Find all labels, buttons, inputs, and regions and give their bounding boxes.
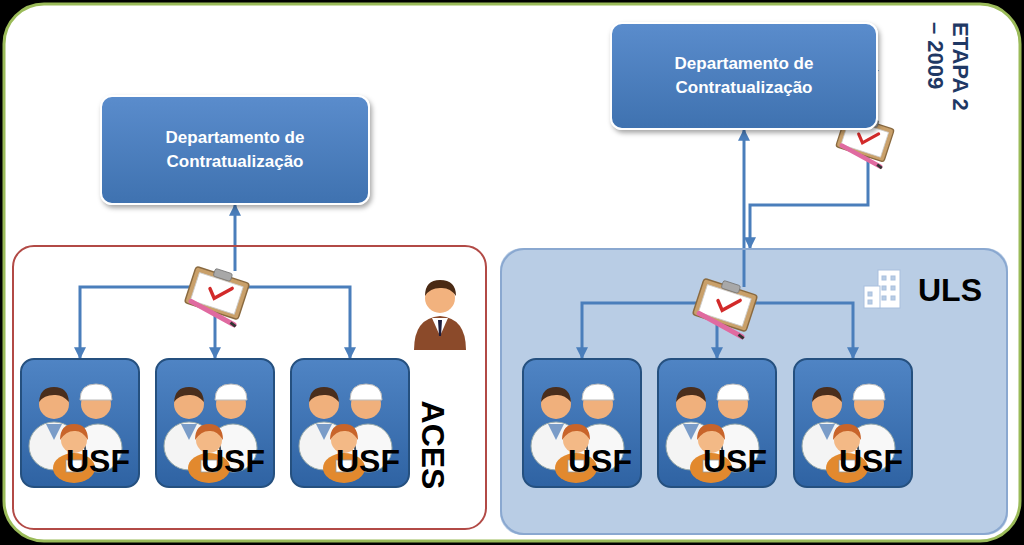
region-fill xyxy=(500,248,1008,535)
unit-box: USF xyxy=(793,358,913,488)
region-fill xyxy=(12,245,487,530)
department-label: Departamento de Contratualização xyxy=(628,52,860,100)
unit-label: USF xyxy=(703,443,767,480)
connector-arrow xyxy=(234,205,237,271)
unit-box: USF xyxy=(657,358,777,488)
outer-frame xyxy=(4,4,1020,541)
unit-label: USF xyxy=(66,443,130,480)
stage-label: ETAPA 2 – 2009 xyxy=(923,22,974,122)
region-label: ULS xyxy=(918,272,982,309)
region-label: ACES xyxy=(414,401,451,490)
region-box: ULS USF USF USF xyxy=(500,248,1008,535)
region-box: ACES USF USF USF xyxy=(12,245,487,530)
unit-label: USF xyxy=(568,443,632,480)
department-box: Departamento de Contratualização xyxy=(610,22,878,130)
unit-box: USF xyxy=(522,358,642,488)
unit-box: USF xyxy=(155,358,275,488)
department-label: Departamento de Contratualização xyxy=(118,126,352,174)
region-fills xyxy=(12,245,1008,535)
unit-label: USF xyxy=(201,443,265,480)
manager-icon xyxy=(414,280,466,350)
unit-label: USF xyxy=(839,443,903,480)
department-box: Departamento de Contratualização xyxy=(100,95,370,205)
unit-box: USF xyxy=(290,358,410,488)
building-icon xyxy=(864,270,900,308)
unit-label: USF xyxy=(336,443,400,480)
unit-box: USF xyxy=(20,358,140,488)
connector-arrow xyxy=(743,130,746,287)
